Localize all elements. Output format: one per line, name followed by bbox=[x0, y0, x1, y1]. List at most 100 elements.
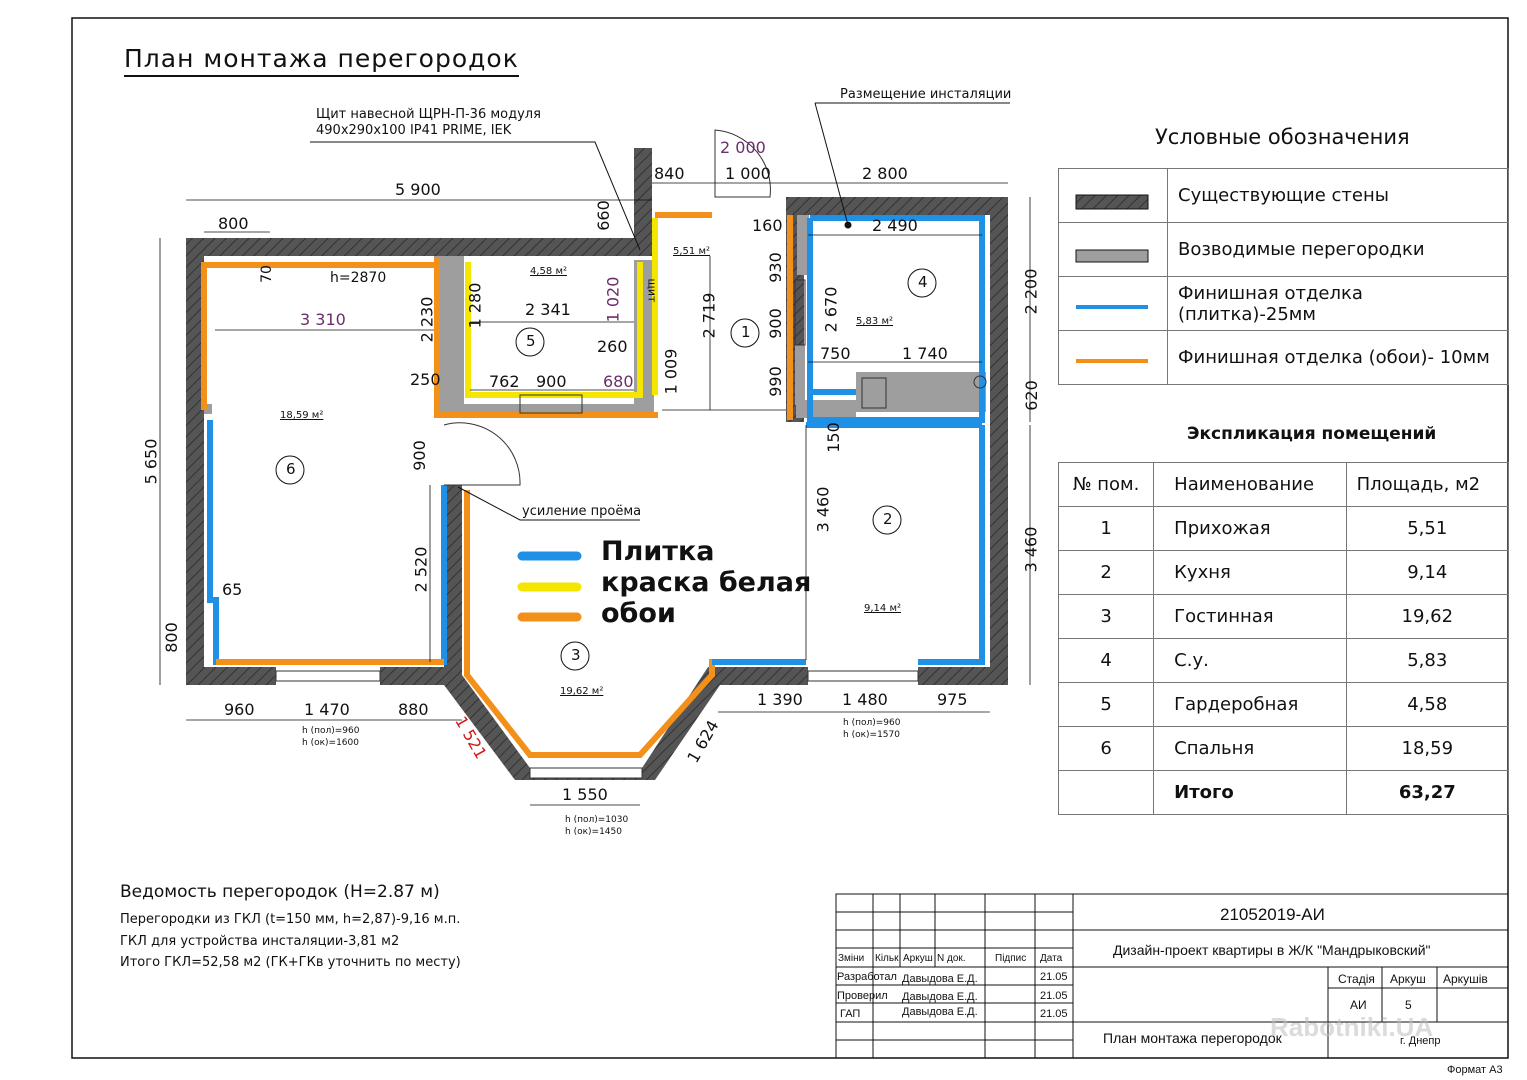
dim-3460-inner: 3 460 bbox=[813, 486, 833, 533]
dim-3460-outer: 3 460 bbox=[1021, 526, 1041, 573]
legend-row: Финишная отделка (плитка)-25мм bbox=[1058, 276, 1509, 331]
stamp-date: 21.05 bbox=[1040, 990, 1068, 1002]
dim-2200: 2 200 bbox=[1021, 268, 1041, 315]
tile-bedroom-left bbox=[207, 420, 447, 665]
window3-height: h (ок)=1450 bbox=[565, 827, 622, 837]
finish-paint-label: краска белая bbox=[601, 567, 812, 598]
panel-callout-line1: Щит навесной ЩРН-П-36 модуля bbox=[316, 107, 541, 122]
stamp-code: 21052019-АИ bbox=[1220, 905, 1325, 924]
dim-1000: 1 000 bbox=[725, 164, 771, 183]
partitions-title: Ведомость перегородок (Н=2.87 м) bbox=[120, 882, 440, 902]
room-5-area: 4,58 м² bbox=[530, 266, 567, 277]
sheet-value: 5 bbox=[1405, 998, 1412, 1012]
finish-lines bbox=[201, 212, 985, 758]
doors bbox=[443, 129, 987, 486]
dim-960: 960 bbox=[224, 700, 255, 719]
dim-1480: 1 480 bbox=[842, 690, 888, 709]
sheets-header: Аркушів bbox=[1443, 972, 1488, 986]
dim-800-left: 800 bbox=[161, 622, 181, 653]
room-3-area: 19,62 м² bbox=[560, 686, 604, 697]
legend-title: Условные обозначения bbox=[1155, 125, 1410, 149]
stamp-date: 21.05 bbox=[1040, 1008, 1068, 1020]
explication-header: № пом. Наименование Площадь, м2 bbox=[1057, 462, 1510, 507]
install-callout: Размещение инсталяции bbox=[840, 87, 1012, 102]
room-4-number: 4 bbox=[918, 273, 928, 291]
dim-680: 680 bbox=[603, 372, 634, 391]
partitions-line: Итого ГКЛ=52,58 м2 (ГК+ГКв уточнить по м… bbox=[120, 955, 461, 970]
stamp-header-signature: Підпис bbox=[995, 953, 1027, 964]
finish-wallpaper-label: обои bbox=[601, 598, 676, 629]
dim-2800: 2 800 bbox=[862, 164, 908, 183]
stamp-sheet-title: План монтажа перегородок bbox=[1103, 1030, 1282, 1046]
room-2-area: 9,14 м² bbox=[864, 603, 901, 614]
room-6-area: 18,59 м² bbox=[280, 410, 324, 421]
wallpaper-bedroom-top bbox=[201, 262, 434, 410]
leader-lines bbox=[310, 102, 1010, 521]
room-1-area: 5,51 м² bbox=[673, 246, 710, 257]
dim-800-top: 800 bbox=[218, 214, 249, 233]
header-name: Наименование bbox=[1153, 462, 1347, 507]
header-num: № пом. bbox=[1057, 462, 1155, 507]
dim-620: 620 bbox=[1021, 380, 1041, 411]
stamp-role: ГАП bbox=[840, 1008, 861, 1020]
stage-value: АИ bbox=[1350, 998, 1367, 1012]
stamp-role: Проверил bbox=[837, 990, 888, 1002]
legend-label: Финишная отделка (обои)- 10мм bbox=[1167, 330, 1509, 385]
stamp-header-qty: Кільк bbox=[875, 953, 899, 964]
legend-table: Существующие стены Возводимые перегородк… bbox=[1058, 168, 1509, 385]
dim-1390: 1 390 bbox=[757, 690, 803, 709]
dim-1740: 1 740 bbox=[902, 344, 948, 363]
dim-2230: 2 230 bbox=[417, 296, 437, 343]
title-block-grid bbox=[835, 893, 1509, 1059]
panel-label: щит bbox=[645, 278, 659, 303]
ceiling-height: h=2870 bbox=[330, 270, 387, 286]
dim-250: 250 bbox=[410, 370, 441, 389]
panel-callout-line2: 490х290х100 IP41 PRIME, IEK bbox=[316, 123, 512, 138]
dim-65: 65 bbox=[222, 580, 243, 599]
dim-160: 160 bbox=[752, 216, 783, 235]
dim-3310: 3 310 bbox=[300, 310, 346, 329]
windows bbox=[275, 670, 919, 779]
legend-row: Существующие стены bbox=[1058, 168, 1509, 223]
dim-70: 70 bbox=[258, 265, 275, 283]
legend-label: Возводимые перегородки bbox=[1167, 222, 1509, 277]
stamp-name: Давыдова Е.Д. bbox=[902, 973, 978, 985]
dim-150: 150 bbox=[823, 422, 843, 453]
dim-total-width: 5 900 bbox=[395, 180, 441, 199]
dim-2520: 2 520 bbox=[411, 546, 431, 593]
room-3-number: 3 bbox=[571, 646, 581, 664]
explication-title: Экспликация помещений bbox=[1187, 424, 1437, 444]
dim-1020: 1 020 bbox=[603, 276, 623, 323]
stamp-city: г. Днепр bbox=[1400, 1035, 1441, 1047]
legend-label: Существующие стены bbox=[1167, 168, 1509, 223]
dim-900-right: 900 bbox=[765, 308, 785, 339]
dim-1280: 1 280 bbox=[465, 282, 485, 329]
dim-2490: 2 490 bbox=[872, 216, 918, 235]
header-area: Площадь, м2 bbox=[1345, 462, 1510, 507]
plan-title: План монтажа перегородок bbox=[124, 44, 519, 77]
window1-height: h (ок)=1600 bbox=[302, 738, 359, 748]
dim-1470: 1 470 bbox=[304, 700, 350, 719]
finish-tile-label: Плитка bbox=[601, 536, 715, 567]
stamp-name: Давыдова Е.Д. bbox=[902, 1006, 978, 1018]
partitions-line: Перегородки из ГКЛ (t=150 мм, h=2,87)-9,… bbox=[120, 912, 461, 927]
dim-990: 990 bbox=[765, 366, 785, 397]
room-2-number: 2 bbox=[883, 510, 893, 528]
finish-legend-swatches bbox=[517, 551, 582, 622]
dim-750: 750 bbox=[820, 344, 851, 363]
dim-1550: 1 550 bbox=[562, 785, 608, 804]
stamp-name: Давыдова Е.Д. bbox=[902, 991, 978, 1003]
window2-height: h (ок)=1570 bbox=[843, 730, 900, 740]
dim-660: 660 bbox=[593, 200, 613, 231]
dim-260: 260 bbox=[597, 337, 628, 356]
room-5-number: 5 bbox=[526, 332, 536, 350]
room-4-area: 5,83 м² bbox=[856, 316, 893, 327]
stamp-header-sheet: Аркуш bbox=[903, 953, 933, 964]
stamp-project: Дизайн-проект квартиры в Ж/К "Мандрыковс… bbox=[1113, 942, 1431, 958]
dim-762: 762 bbox=[489, 372, 520, 391]
